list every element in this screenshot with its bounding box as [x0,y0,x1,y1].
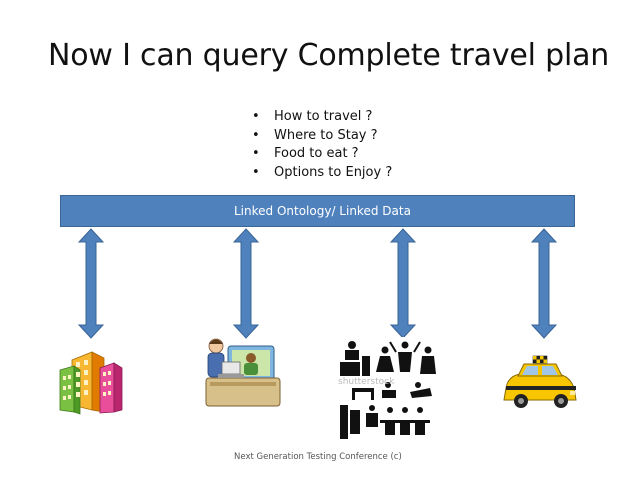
svg-text:shutterstock: shutterstock [338,377,395,387]
question-list: •How to travel ? •Where to Stay ? •Food … [252,108,392,182]
linked-data-label: Linked Ontology/ Linked Data [234,204,411,218]
arrow-3 [389,228,417,339]
footer-text: Next Generation Testing Conference (c) [234,452,402,462]
people-activities-icon: shutterstock [330,337,446,445]
bullet-item: •Options to Enjoy ? [252,164,393,180]
taxi-icon [503,355,577,408]
linked-data-bar: Linked Ontology/ Linked Data [60,195,575,227]
slide-title: Now I can query Complete travel plan [48,38,610,73]
bullet-item: •Food to eat ? [252,146,359,161]
arrow-4 [530,228,558,339]
bullet-item: •Where to Stay ? [252,127,378,143]
arrow-2 [232,228,260,339]
bullet-item: •How to travel ? [252,109,373,124]
buildings-icon [59,351,123,415]
arrow-1 [77,228,105,339]
office-worker-icon [205,338,281,407]
